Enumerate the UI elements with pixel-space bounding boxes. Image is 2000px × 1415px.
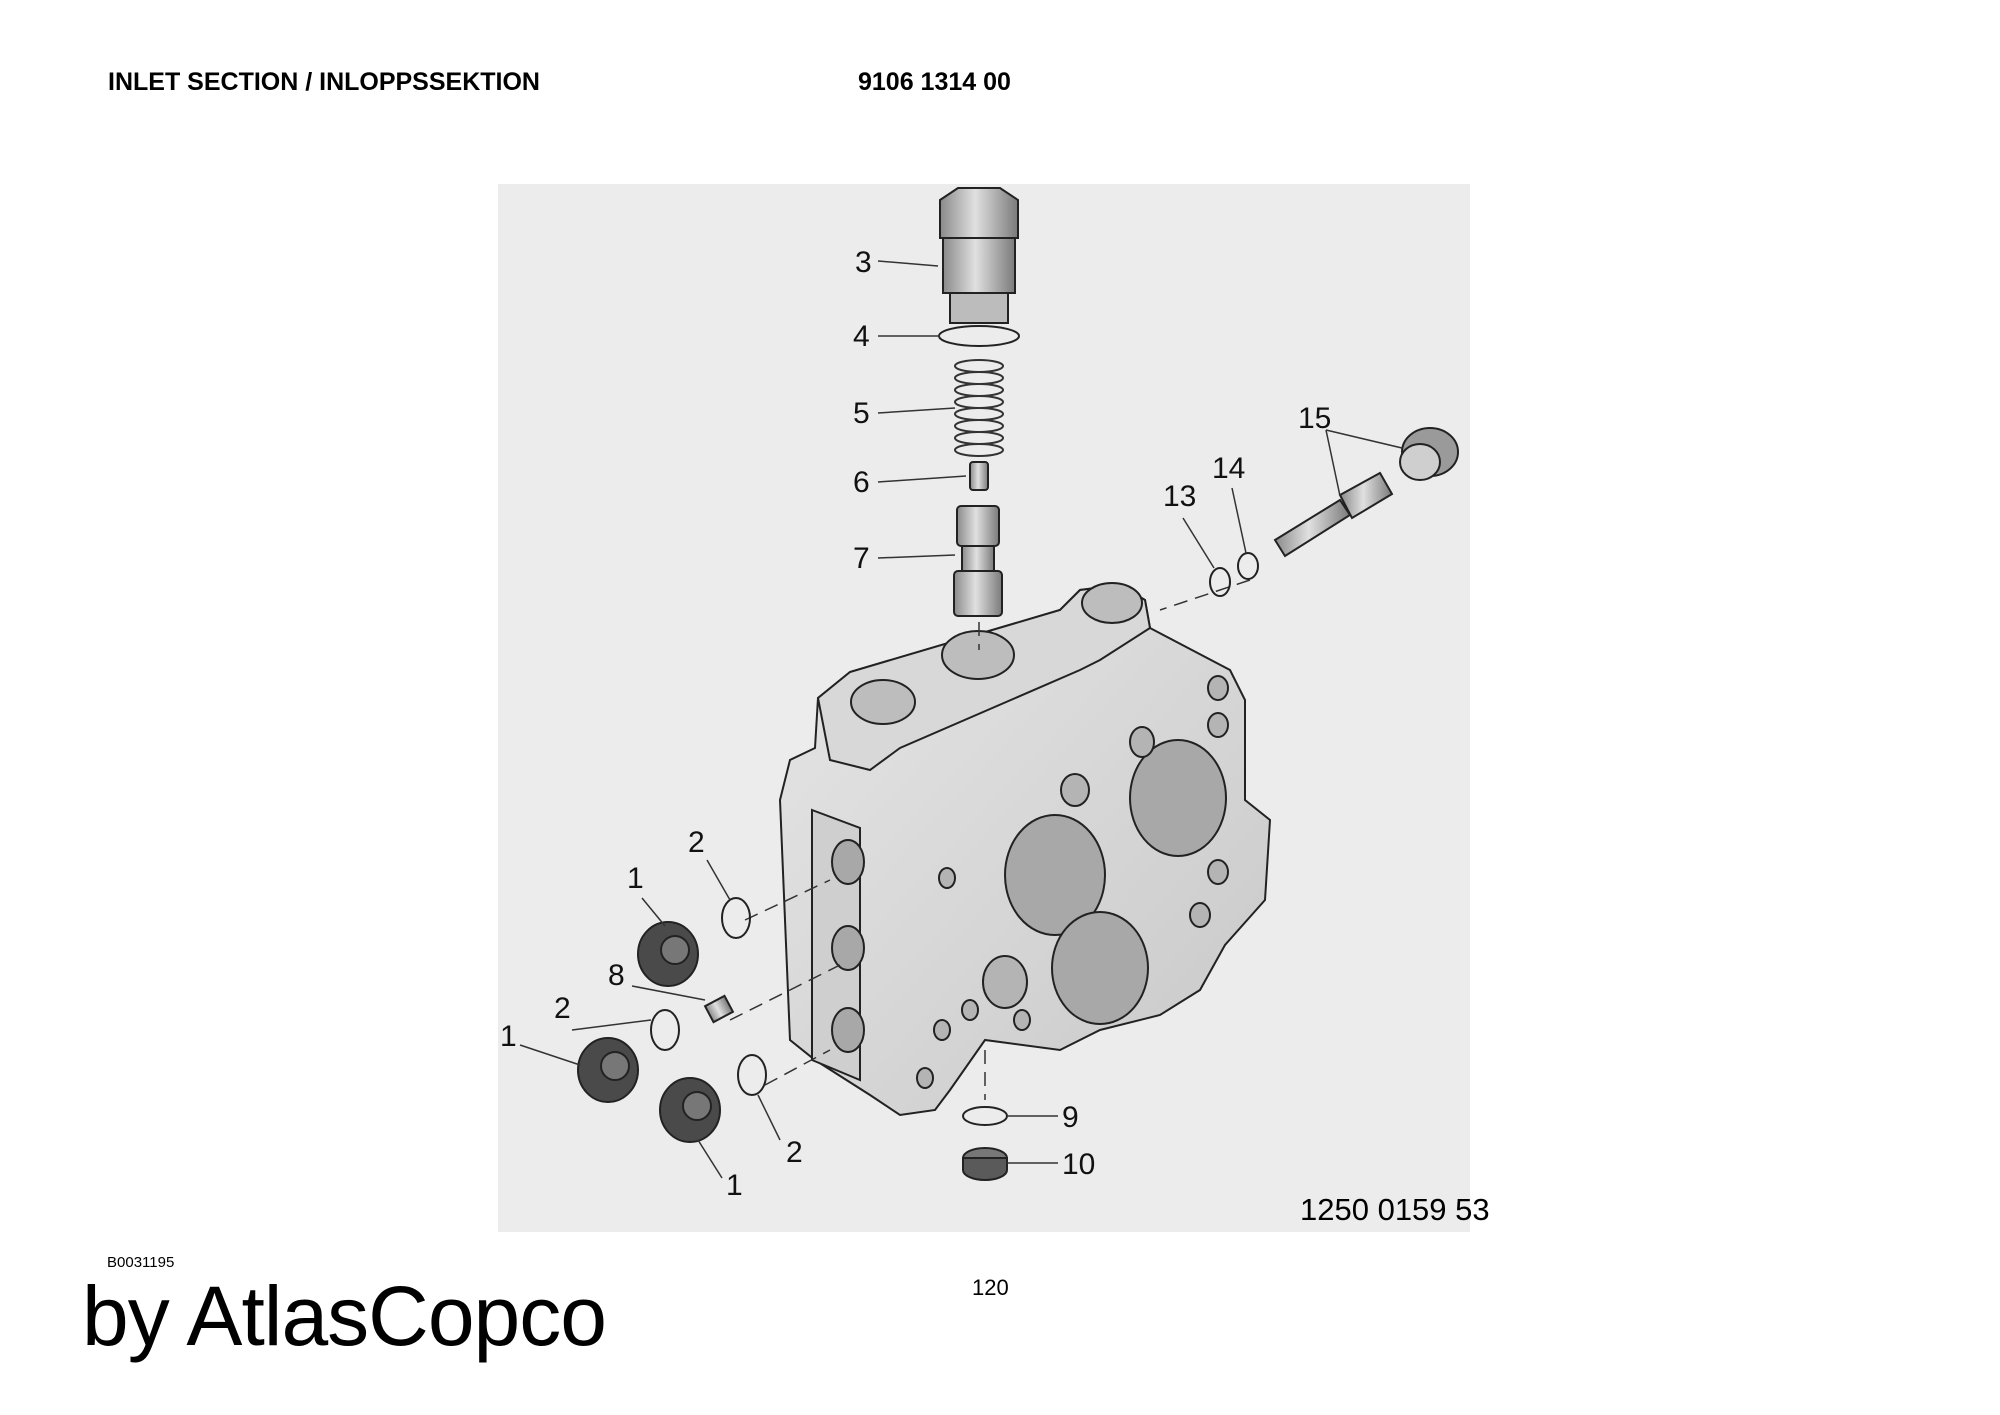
- page-title: INLET SECTION / INLOPPSSEKTION: [108, 68, 540, 96]
- callout-2: 2: [688, 826, 705, 859]
- cartridge-parts: [1159, 427, 1459, 611]
- plug-parts: [577, 879, 841, 1143]
- brand-footer: by AtlasCopco: [82, 1269, 607, 1363]
- callout-14: 14: [1212, 452, 1245, 485]
- callout-4: 4: [853, 320, 870, 353]
- callout-numbers: 3 4 5 6 7 13 14 15 1 2 8 2 1 1 2 9 10: [500, 246, 1331, 1202]
- callout-1: 1: [627, 862, 644, 895]
- valve-body: [778, 582, 1272, 1117]
- image-reference: B0031195: [107, 1254, 175, 1271]
- callout-8: 8: [608, 959, 625, 992]
- callout-1: 1: [726, 1169, 743, 1202]
- bottom-plug-parts: [962, 1050, 1008, 1181]
- callout-13: 13: [1163, 480, 1196, 513]
- drawing-number: 1250 0159 53: [1300, 1192, 1490, 1227]
- leader-lines: [519, 260, 1403, 1179]
- callout-7: 7: [853, 542, 870, 575]
- page-number: 120: [972, 1275, 1009, 1300]
- callout-2: 2: [554, 992, 571, 1025]
- part-number: 9106 1314 00: [858, 68, 1011, 96]
- callout-6: 6: [853, 466, 870, 499]
- callout-5: 5: [853, 397, 870, 430]
- callout-15: 15: [1298, 402, 1331, 435]
- callout-1: 1: [500, 1020, 517, 1053]
- callout-9: 9: [1062, 1101, 1079, 1134]
- callout-10: 10: [1062, 1148, 1095, 1181]
- callout-2: 2: [786, 1136, 803, 1169]
- relief-valve-parts: [938, 187, 1020, 650]
- callout-3: 3: [855, 246, 872, 279]
